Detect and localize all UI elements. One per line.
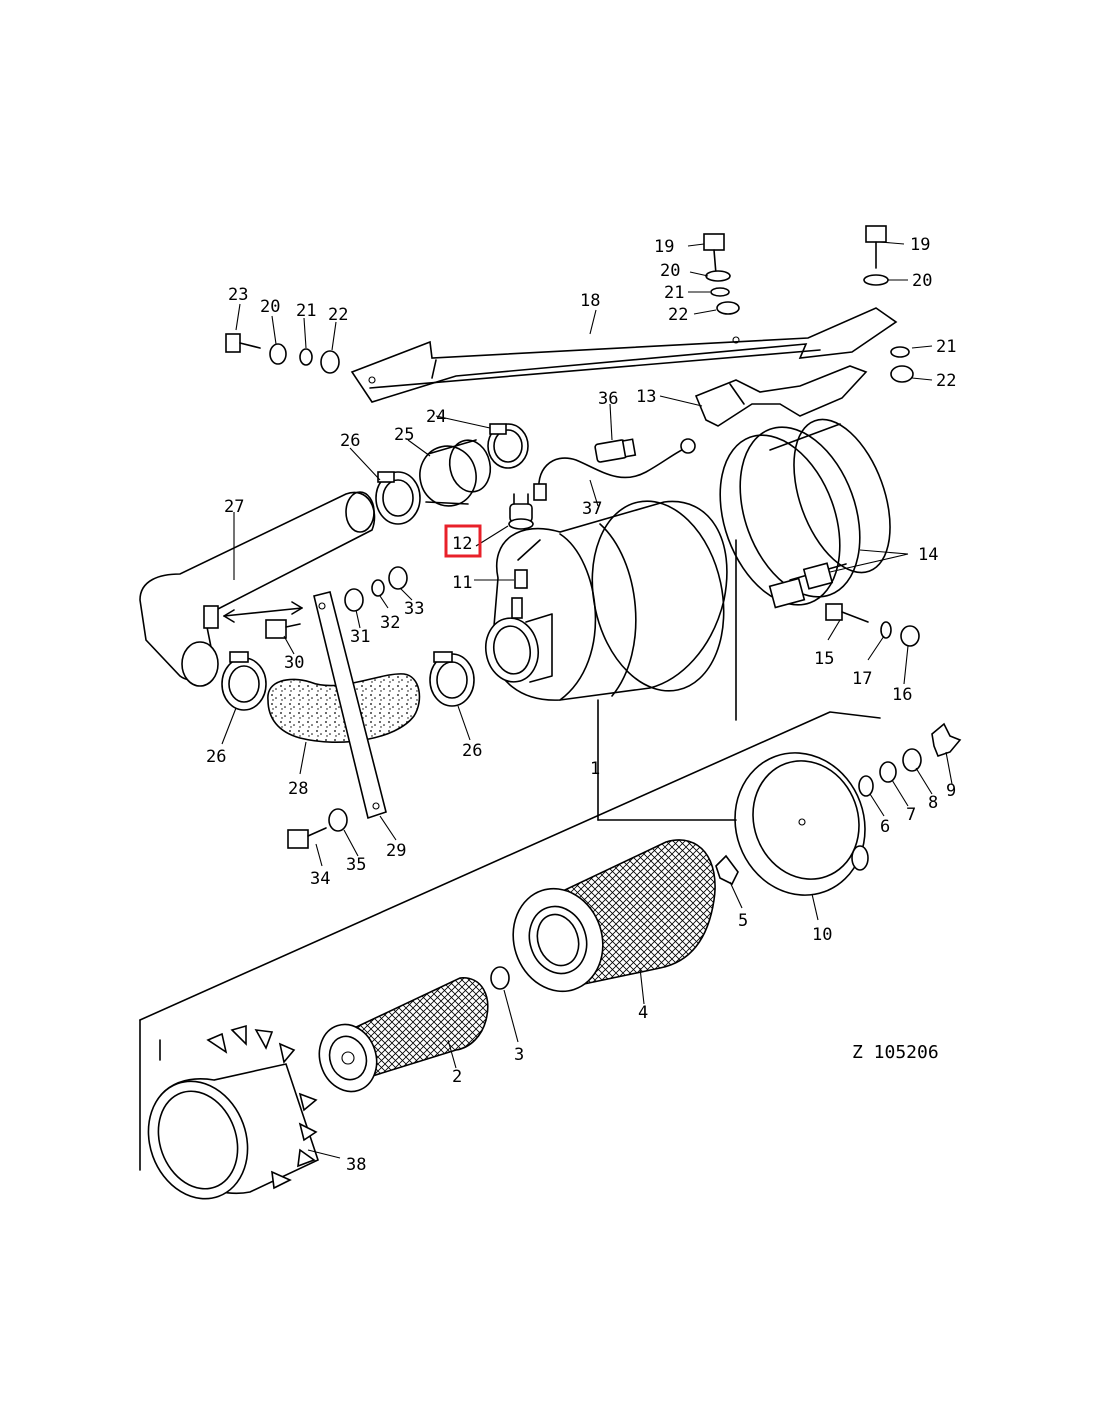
callout-23: 23: [228, 285, 248, 305]
callout-26-right: 26: [462, 741, 482, 761]
restriction-switch-12: [508, 493, 534, 530]
callout-15: 15: [814, 649, 834, 669]
callout-25: 25: [394, 425, 414, 445]
callout-19-right: 19: [910, 235, 930, 255]
callout-33: 33: [404, 599, 424, 619]
callout-13: 13: [636, 387, 656, 407]
bolt-19-center: [703, 233, 725, 275]
wing-nut-9: [931, 722, 962, 757]
callout-26-left: 26: [206, 747, 226, 767]
callout-36: 36: [598, 389, 618, 409]
leader-lines: [221, 241, 953, 1159]
lockwasher-21-right: [890, 346, 910, 358]
support-strap-29: [313, 591, 387, 820]
mounting-bracket-18: [350, 307, 898, 403]
lockwasher-17: [880, 621, 892, 639]
strap-bands-14: [719, 418, 891, 609]
callout-21-left: 21: [296, 301, 316, 321]
precleaner-38: [147, 1024, 319, 1200]
lockwasher-21-left: [299, 348, 313, 366]
bolt-34: [287, 827, 327, 849]
callout-3: 3: [514, 1045, 524, 1065]
callout-32: 32: [380, 613, 400, 633]
washer-31: [344, 588, 364, 612]
washer-8: [902, 748, 922, 772]
bolt-23: [225, 333, 261, 353]
callout-2: 2: [452, 1067, 462, 1087]
callout-20-right: 20: [912, 271, 932, 291]
nut-22-center: [716, 301, 740, 315]
washer-35: [328, 808, 348, 832]
washer-20-right: [863, 274, 889, 286]
callout-4: 4: [638, 1003, 648, 1023]
callout-24: 24: [426, 407, 446, 427]
washer-7: [879, 761, 897, 783]
wiring-harness-37: [533, 438, 696, 501]
nut-22-right: [890, 365, 914, 383]
callout-38: 38: [346, 1155, 366, 1175]
wing-nut-5: [715, 854, 739, 886]
callout-26-top: 26: [340, 431, 360, 451]
callout-18: 18: [580, 291, 600, 311]
lockwasher-21-center: [710, 287, 730, 297]
callout-9: 9: [946, 781, 956, 801]
callout-16: 16: [892, 685, 912, 705]
callout-29: 29: [386, 841, 406, 861]
intake-pipe-27: [139, 491, 376, 687]
callout-27: 27: [224, 497, 244, 517]
callout-11: 11: [452, 573, 472, 593]
bolt-15: [825, 603, 869, 623]
nut-33: [388, 566, 408, 590]
callout-8: 8: [928, 793, 938, 813]
washer-20-left: [269, 343, 287, 365]
drawing-code: Z 105206: [852, 1042, 939, 1063]
callout-21-center: 21: [664, 283, 684, 303]
callout-10: 10: [812, 925, 832, 945]
clamp-bracket-13: [694, 365, 868, 427]
hose-clamp-26-left: [221, 651, 267, 711]
air-cleaner-housing-1: [484, 500, 728, 701]
double-arrow: [223, 601, 303, 623]
callout-20-left: 20: [260, 297, 280, 317]
indicator-lamp-36: [594, 438, 637, 463]
callout-30: 30: [284, 653, 304, 673]
callout-12-highlight: [444, 524, 482, 558]
callout-31: 31: [350, 627, 370, 647]
callout-17: 17: [852, 669, 872, 689]
hose-clamp-24: [487, 423, 529, 469]
callout-22-right: 22: [936, 371, 956, 391]
washer-6: [858, 775, 874, 797]
assembly-outline: [139, 539, 881, 1171]
callout-22-left: 22: [328, 305, 348, 325]
callout-12: 12: [452, 534, 472, 554]
callout-34: 34: [310, 869, 330, 889]
callout-20-center: 20: [660, 261, 680, 281]
callout-35: 35: [346, 855, 366, 875]
nut-3: [490, 966, 510, 990]
washer-20-center: [705, 270, 731, 282]
callout-22-center: 22: [668, 305, 688, 325]
callout-7: 7: [906, 805, 916, 825]
callout-labels: 1 2 3 4 5 6 7 8 9 10 11 12 13 14 15 16 1…: [206, 235, 956, 1175]
bolt-30: [265, 619, 301, 639]
callout-6: 6: [880, 817, 890, 837]
callout-21-right: 21: [936, 337, 956, 357]
callout-28: 28: [288, 779, 308, 799]
callout-19-center: 19: [654, 237, 674, 257]
cover-10: [734, 752, 869, 896]
callout-37: 37: [582, 499, 602, 519]
hose-clamp-26-top: [375, 471, 421, 525]
safety-filter-2: [318, 977, 489, 1093]
lockwasher-32: [371, 579, 385, 597]
nut-22-left: [320, 350, 340, 374]
callout-1: 1: [590, 759, 600, 779]
rubber-hose-adapter-25: [419, 439, 492, 507]
callout-14: 14: [918, 545, 938, 565]
bolt-19-right: [865, 225, 887, 269]
nut-16: [900, 625, 920, 647]
primary-filter-4: [512, 839, 716, 993]
callout-5: 5: [738, 911, 748, 931]
hose-clamp-26-right: [429, 651, 475, 707]
